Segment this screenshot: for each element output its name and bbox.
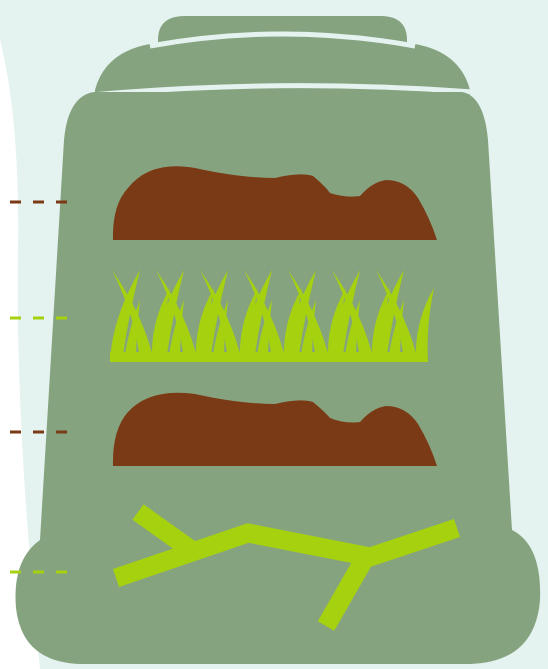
grass-base <box>110 352 420 362</box>
